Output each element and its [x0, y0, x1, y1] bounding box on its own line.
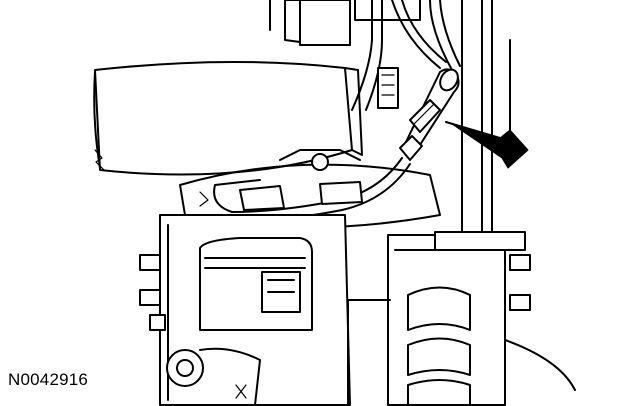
right-bracket	[347, 231, 576, 406]
wire-terminal	[213, 68, 460, 222]
callout-arrow	[445, 121, 529, 169]
motor-body	[93, 60, 363, 176]
lower-housing	[139, 214, 351, 406]
collar-ring	[179, 149, 441, 229]
figure-id-label: N0042916	[8, 370, 89, 389]
right-shaft	[461, 0, 511, 246]
cable-bundle	[351, 0, 461, 111]
upper-housing	[269, 0, 421, 46]
